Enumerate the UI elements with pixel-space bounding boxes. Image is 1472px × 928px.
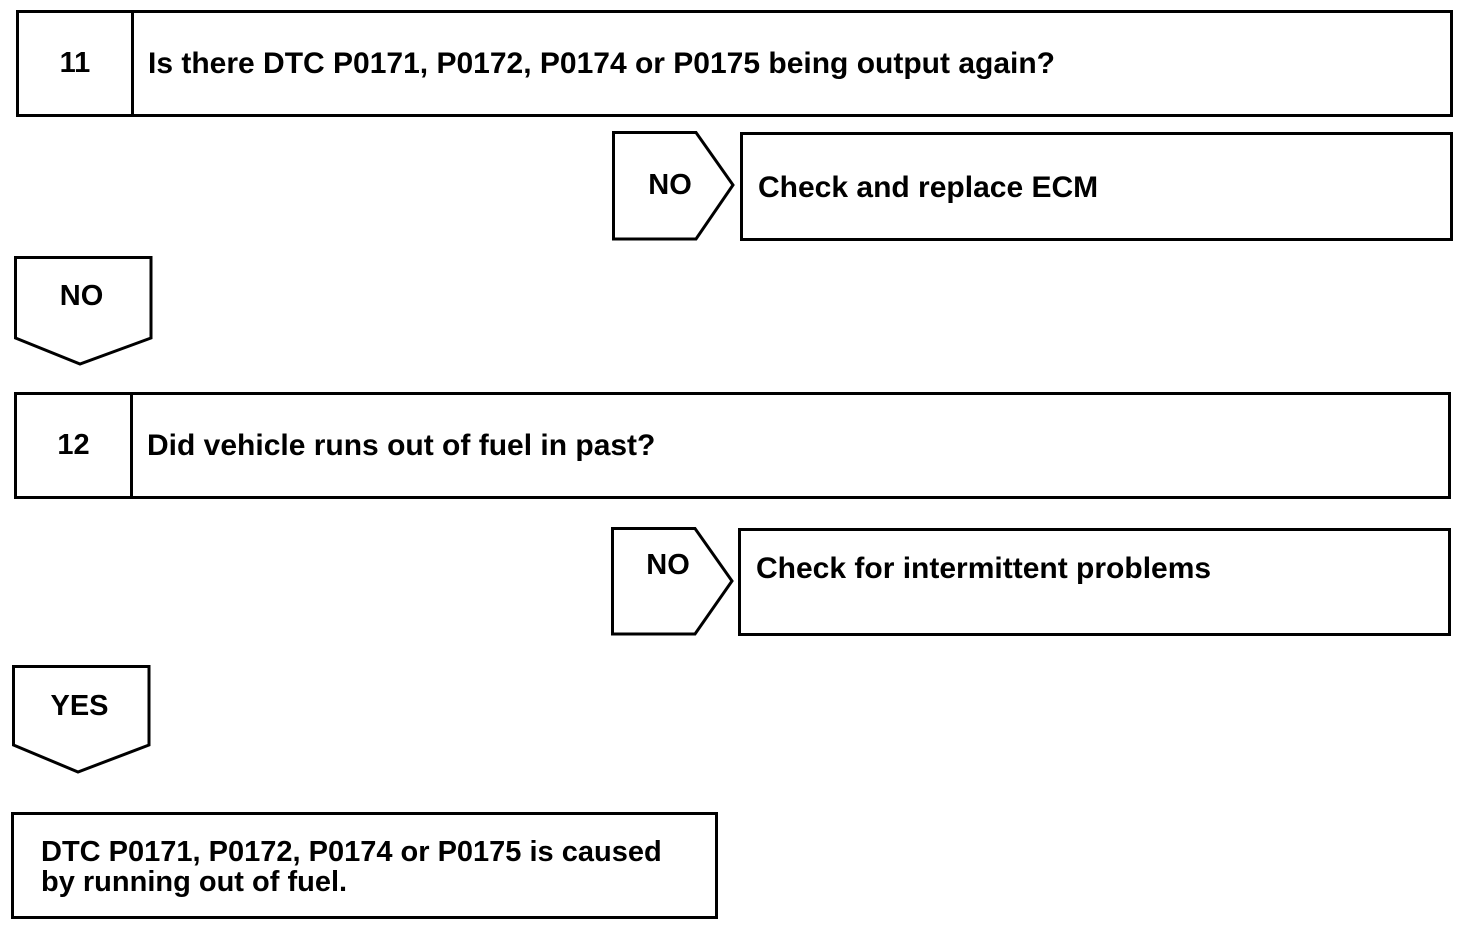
branch-label: NO: [648, 169, 692, 201]
right-arrow-shape: [611, 527, 734, 636]
step-11-box: 11 Is there DTC P0171, P0172, P0174 or P…: [16, 10, 1453, 117]
branch-label: NO: [59, 280, 104, 312]
conclusion-line-1: DTC P0171, P0172, P0174 or P0175 is caus…: [41, 836, 662, 868]
down-arrow-shape: [14, 256, 153, 366]
conclusion-line-2: by running out of fuel.: [41, 866, 348, 898]
result-box: Check for intermittent problems: [738, 528, 1451, 636]
down-arrow-shape: [12, 665, 151, 774]
step-12-box: 12 Did vehicle runs out of fuel in past?: [14, 392, 1451, 499]
step-number: 11: [19, 13, 134, 114]
step-question: Did vehicle runs out of fuel in past?: [147, 428, 656, 462]
branch-label: NO: [646, 549, 690, 581]
result-text: Check and replace ECM: [758, 171, 1099, 204]
right-arrow-shape: [612, 131, 735, 241]
result-text: Check for intermittent problems: [756, 552, 1212, 585]
branch-label: YES: [50, 690, 109, 722]
conclusion-box: DTC P0171, P0172, P0174 or P0175 is caus…: [11, 812, 718, 919]
step-number: 12: [17, 395, 133, 496]
result-box: Check and replace ECM: [740, 132, 1453, 241]
step-question: Is there DTC P0171, P0172, P0174 or P017…: [148, 46, 1056, 80]
